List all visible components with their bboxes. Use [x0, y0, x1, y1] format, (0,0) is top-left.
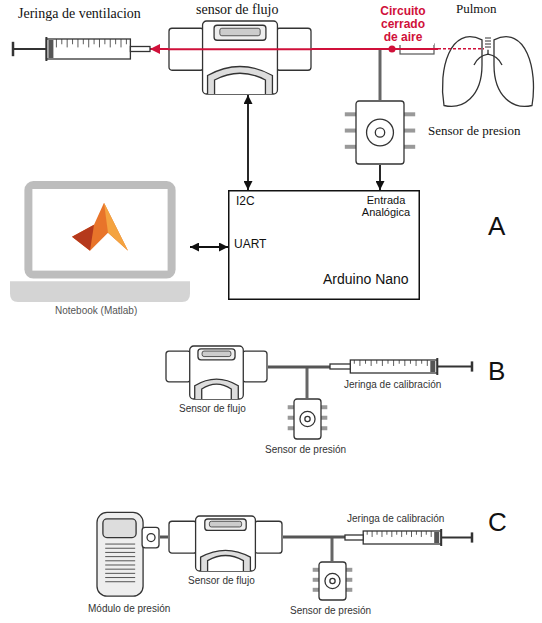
node-label: Sensor de flujo: [179, 403, 246, 414]
pressure-tap: [331, 537, 334, 561]
calibration-syringe-drawing: [345, 529, 475, 546]
pressure-sensor-drawing: [340, 100, 420, 165]
node-label: I2C: [236, 195, 255, 208]
flow-sensor: Sensor de flujo: [165, 345, 268, 400]
pressure-sensor-drawing: [310, 561, 355, 601]
node-label: Pulmon: [456, 2, 496, 16]
lung-drawing: [438, 20, 538, 110]
pressure-tap: [379, 49, 382, 100]
notebook-laptop-drawing: [10, 180, 190, 302]
flow-sensor-drawing: [168, 20, 312, 95]
node-text: Entrada Analógica: [356, 194, 416, 218]
node-label: Sensor de flujo: [188, 575, 255, 586]
pressure-module-drawing: [96, 505, 160, 598]
flow-sensor-drawing: [165, 345, 268, 400]
pressure-sensor: Sensor de presión: [310, 561, 355, 601]
notebook-laptop: Notebook (Matlab): [10, 180, 190, 302]
ventilation-syringe-drawing: [10, 37, 150, 61]
connector: [283, 536, 345, 539]
connector: [312, 48, 438, 50]
lung: Pulmon: [438, 20, 538, 110]
node-label: Sensor de presión: [265, 444, 346, 455]
pressure-sensor-drawing: [285, 398, 330, 440]
connector: [268, 366, 330, 369]
connector: [247, 95, 249, 190]
node-label: Notebook (Matlab): [55, 305, 137, 316]
node-label: Jeringa de ventilacion: [18, 6, 141, 21]
node-label: Sensor de presion: [428, 124, 520, 138]
calibration-syringe: Jeringa de calibración: [345, 529, 475, 546]
node-text: Arduino Nano: [323, 272, 409, 287]
panel-letter: C: [488, 508, 507, 537]
flow-sensor-drawing: [168, 515, 283, 572]
pressure-module: Módulo de presión: [96, 505, 160, 598]
node-label: Jeringa de calibración: [347, 513, 444, 524]
ventilation-syringe: Jeringa de ventilacion: [10, 37, 150, 61]
pressure-sensor: Sensor de presión: [285, 398, 330, 440]
calibration-syringe: Jeringa de calibración: [330, 358, 475, 375]
connector: [160, 536, 168, 539]
panel-letter: B: [488, 357, 505, 386]
calibration-syringe-drawing: [330, 358, 475, 375]
circuit-label: Circuito cerrado de aire: [372, 5, 434, 45]
connector: [190, 246, 228, 248]
flow-sensor: Sensor de flujo: [168, 515, 283, 572]
node-label: Jeringa de calibración: [344, 379, 441, 390]
pressure-tap: [306, 367, 309, 398]
panel-letter: A: [488, 212, 505, 241]
pressure-sensor: Sensor de presion: [340, 100, 420, 165]
node-label: Módulo de presión: [88, 603, 170, 614]
flow-sensor: sensor de flujo: [168, 20, 312, 95]
connector: [150, 48, 168, 50]
arduino-box: I2C Entrada AnalógicaUART Arduino Nano: [228, 190, 420, 300]
node-label: Sensor de presión: [290, 605, 371, 616]
connector: [379, 165, 381, 190]
node-label: sensor de flujo: [196, 2, 278, 17]
node-text: UART: [234, 238, 266, 251]
